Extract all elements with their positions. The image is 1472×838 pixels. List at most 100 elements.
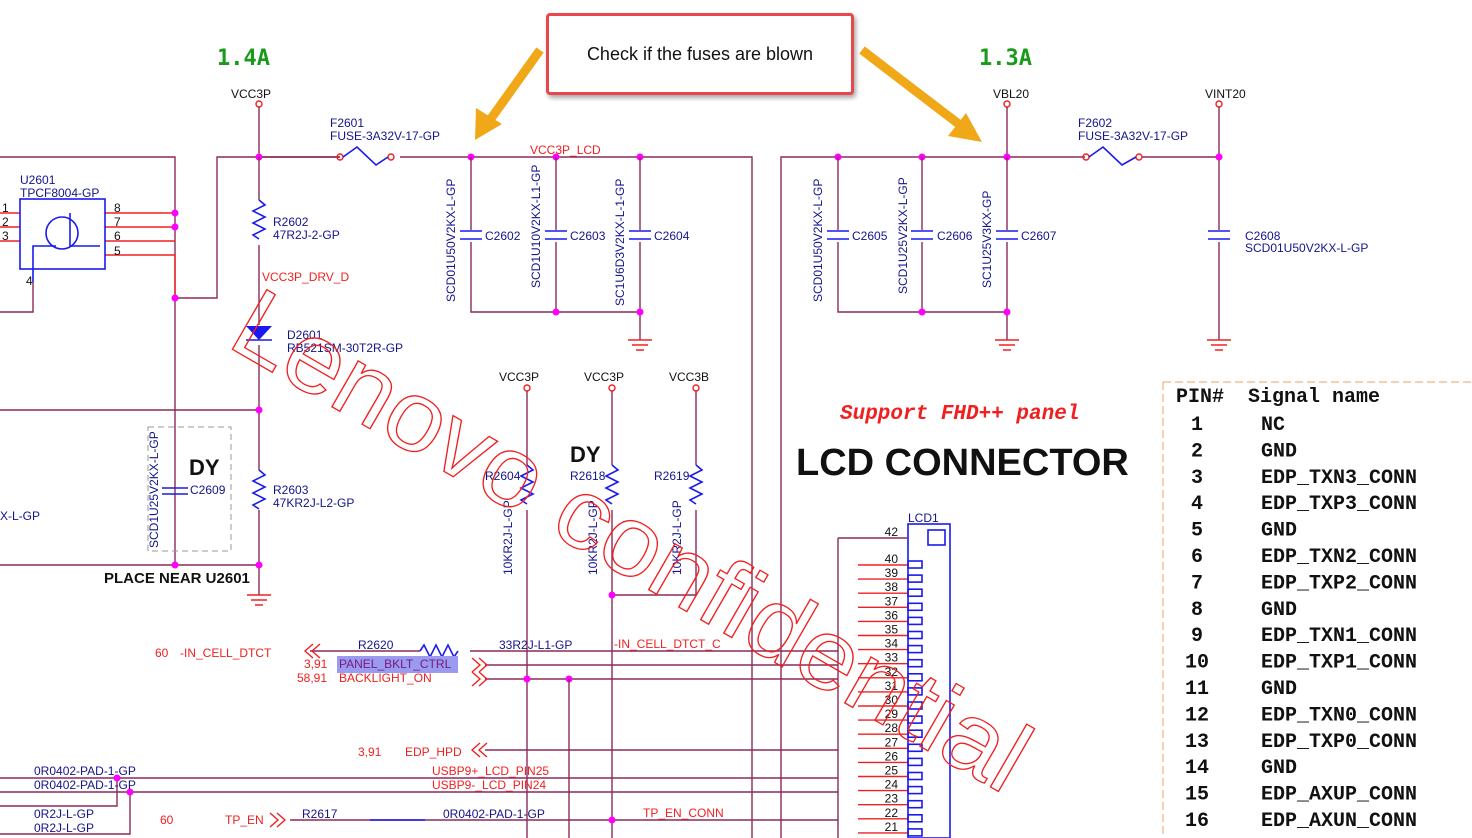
part-label: 0R2J-L-GP: [34, 807, 94, 821]
rail-label: VCC3P: [499, 370, 539, 384]
place-near-note: PLACE NEAR U2601: [104, 570, 250, 587]
lcd-connector: LCD1 42403938373635343332313029282726252…: [837, 511, 951, 838]
part-label: 0R0402-PAD-1-GP: [34, 764, 136, 778]
pin-table-signal: EDP_TXN1_CONN: [1261, 625, 1417, 648]
c2603-part: SCD1U10V2KX-L1-GP: [529, 165, 543, 288]
r2617-ref: R2617: [302, 807, 338, 821]
pin-table-signal: NC: [1261, 414, 1285, 437]
pin-table-signal: EDP_AXUP_CONN: [1261, 784, 1417, 807]
callout-text: Check if the fuses are blown: [586, 43, 814, 64]
connector-pin-pad: [907, 729, 923, 739]
connector-pin-pad: [907, 743, 923, 753]
r2604-ref: R2604: [485, 469, 521, 483]
pin-table-signal: EDP_TXN2_CONN: [1261, 546, 1417, 569]
page-ref: 3,91: [358, 745, 382, 759]
c2605-ref: C2605: [852, 229, 888, 243]
connector-pin-number: 23: [885, 792, 899, 806]
connector-pin-pad: [907, 799, 923, 809]
callout-arrows: [475, 46, 982, 142]
c2606-ref: C2606: [937, 229, 973, 243]
u2601-part: TPCF8004-GP: [20, 186, 99, 200]
connector-pin-number: 36: [885, 608, 899, 622]
c2604-part: SC1U6D3V2KX-L-1-GP: [613, 179, 627, 306]
u2601-pin: 7: [114, 215, 121, 229]
connector-pin-number: 35: [885, 623, 899, 637]
f2601-part: FUSE-3A32V-17-GP: [330, 129, 440, 143]
pin-table-pin: 15: [1185, 784, 1209, 807]
pin-table-signal: GND: [1261, 440, 1297, 463]
pin-table-signal: GND: [1261, 520, 1297, 543]
r2603-part: 47KR2J-L2-GP: [273, 496, 354, 510]
connector-pin-number: 27: [885, 735, 899, 749]
pin-table-pin: 5: [1191, 520, 1203, 543]
connector-pin-number: 30: [885, 693, 899, 707]
u2601-pin: 8: [114, 201, 121, 215]
c2607-ref: C2607: [1021, 229, 1057, 243]
net-label: VCC3P_DRV_D: [262, 270, 349, 284]
c2602-part: SCD01U50V2KX-L-GP: [444, 179, 458, 302]
pin-table-header-pin: PIN#: [1176, 386, 1224, 409]
page-ref: 58,91: [297, 671, 327, 685]
c2606-part: SCD1U25V2KX-L-GP: [896, 177, 910, 294]
support-note: Support FHD++ panel: [840, 403, 1079, 426]
pin-table-signal: EDP_AXUN_CONN: [1261, 810, 1417, 833]
pin-table-pin: 14: [1185, 757, 1209, 780]
d2601-ref: D2601: [287, 328, 323, 342]
caps-vcc3p-lcd: C2602 C2603 C2604 SCD01U50V2KX-L-GP SCD1…: [444, 157, 690, 351]
connector-pin-pad: [907, 644, 923, 654]
current-left: 1.4A: [217, 46, 270, 71]
r2602-ref: R2602: [273, 215, 309, 229]
pin-table-signal: EDP_TXN3_CONN: [1261, 467, 1417, 490]
connector-pin-number: 34: [885, 637, 899, 651]
connector-pin-pad: [907, 701, 923, 710]
pin-table-pin: 16: [1185, 810, 1209, 833]
r2617-part: 0R0402-PAD-1-GP: [443, 807, 545, 821]
rail-label: VCC3P: [231, 87, 271, 101]
drive-chain: R2602 47R2J-2-GP VCC3P_DRV_D D2601 RB521…: [0, 157, 403, 606]
u2601-pin: 4: [26, 274, 33, 288]
current-right: 1.3A: [979, 46, 1032, 71]
r2603-ref: R2603: [273, 483, 309, 497]
c2605-part: SCD01U50V2KX-L-GP: [811, 179, 825, 302]
connector-pin-number: 24: [885, 778, 899, 792]
connector-pin-pad: [907, 785, 923, 795]
connector-pin-pad: [907, 588, 923, 598]
c2607-part: SC1U25V3KX-GP: [980, 191, 994, 288]
connector-pin-number: 32: [885, 665, 899, 679]
page-ref: 3,91: [304, 657, 328, 671]
connector-pin-number: 28: [885, 721, 899, 735]
pin-table-signal: GND: [1261, 757, 1297, 780]
connector-pin-pad: [907, 687, 923, 696]
pin-table-pin: 2: [1191, 440, 1203, 463]
pin-table-signal: EDP_TXP2_CONN: [1261, 572, 1417, 595]
f2602-ref: F2602: [1078, 116, 1112, 130]
pin-table-signal: EDP_TXP0_CONN: [1261, 731, 1417, 754]
pin-table-header-signal: Signal name: [1248, 386, 1380, 409]
c2604-ref: C2604: [654, 229, 690, 243]
net-label-selected[interactable]: PANEL_BKLT_CTRL: [339, 657, 452, 671]
connector-pin-pad: [907, 574, 923, 583]
pin-table-signal: EDP_TXP3_CONN: [1261, 493, 1417, 516]
pin-table-signal: EDP_TXP1_CONN: [1261, 652, 1417, 675]
dy-tag: DY: [570, 442, 601, 467]
net-label: TP_EN_CONN: [643, 806, 724, 820]
connector-pin-number: 42: [885, 525, 899, 539]
r2602-part: 47R2J-2-GP: [273, 228, 340, 242]
connector-pin-pad: [907, 771, 923, 781]
pin-table-pin: 8: [1191, 599, 1203, 622]
r2604-part: 10KR2J-L-GP: [501, 500, 515, 575]
connector-pin-pad: [907, 602, 923, 612]
c2609-part: SCD1U25V2KX-L-GP: [147, 431, 161, 548]
callout-box: Check if the fuses are blown: [546, 13, 854, 95]
u2601-pin: 2: [2, 215, 9, 229]
u2601-pin: 5: [114, 244, 121, 258]
net-label: USBP9+_LCD_PIN25: [432, 764, 549, 778]
connector-pin-pad: [907, 658, 923, 668]
connector-pin-number: 25: [885, 764, 899, 778]
r2620-part: 33R2J-L1-GP: [499, 638, 572, 652]
connector-pin-pad: [907, 757, 923, 767]
pin-table-pin: 4: [1191, 493, 1203, 516]
net-label: -IN_CELL_DTCT: [180, 646, 272, 660]
c2603-ref: C2603: [570, 229, 606, 243]
